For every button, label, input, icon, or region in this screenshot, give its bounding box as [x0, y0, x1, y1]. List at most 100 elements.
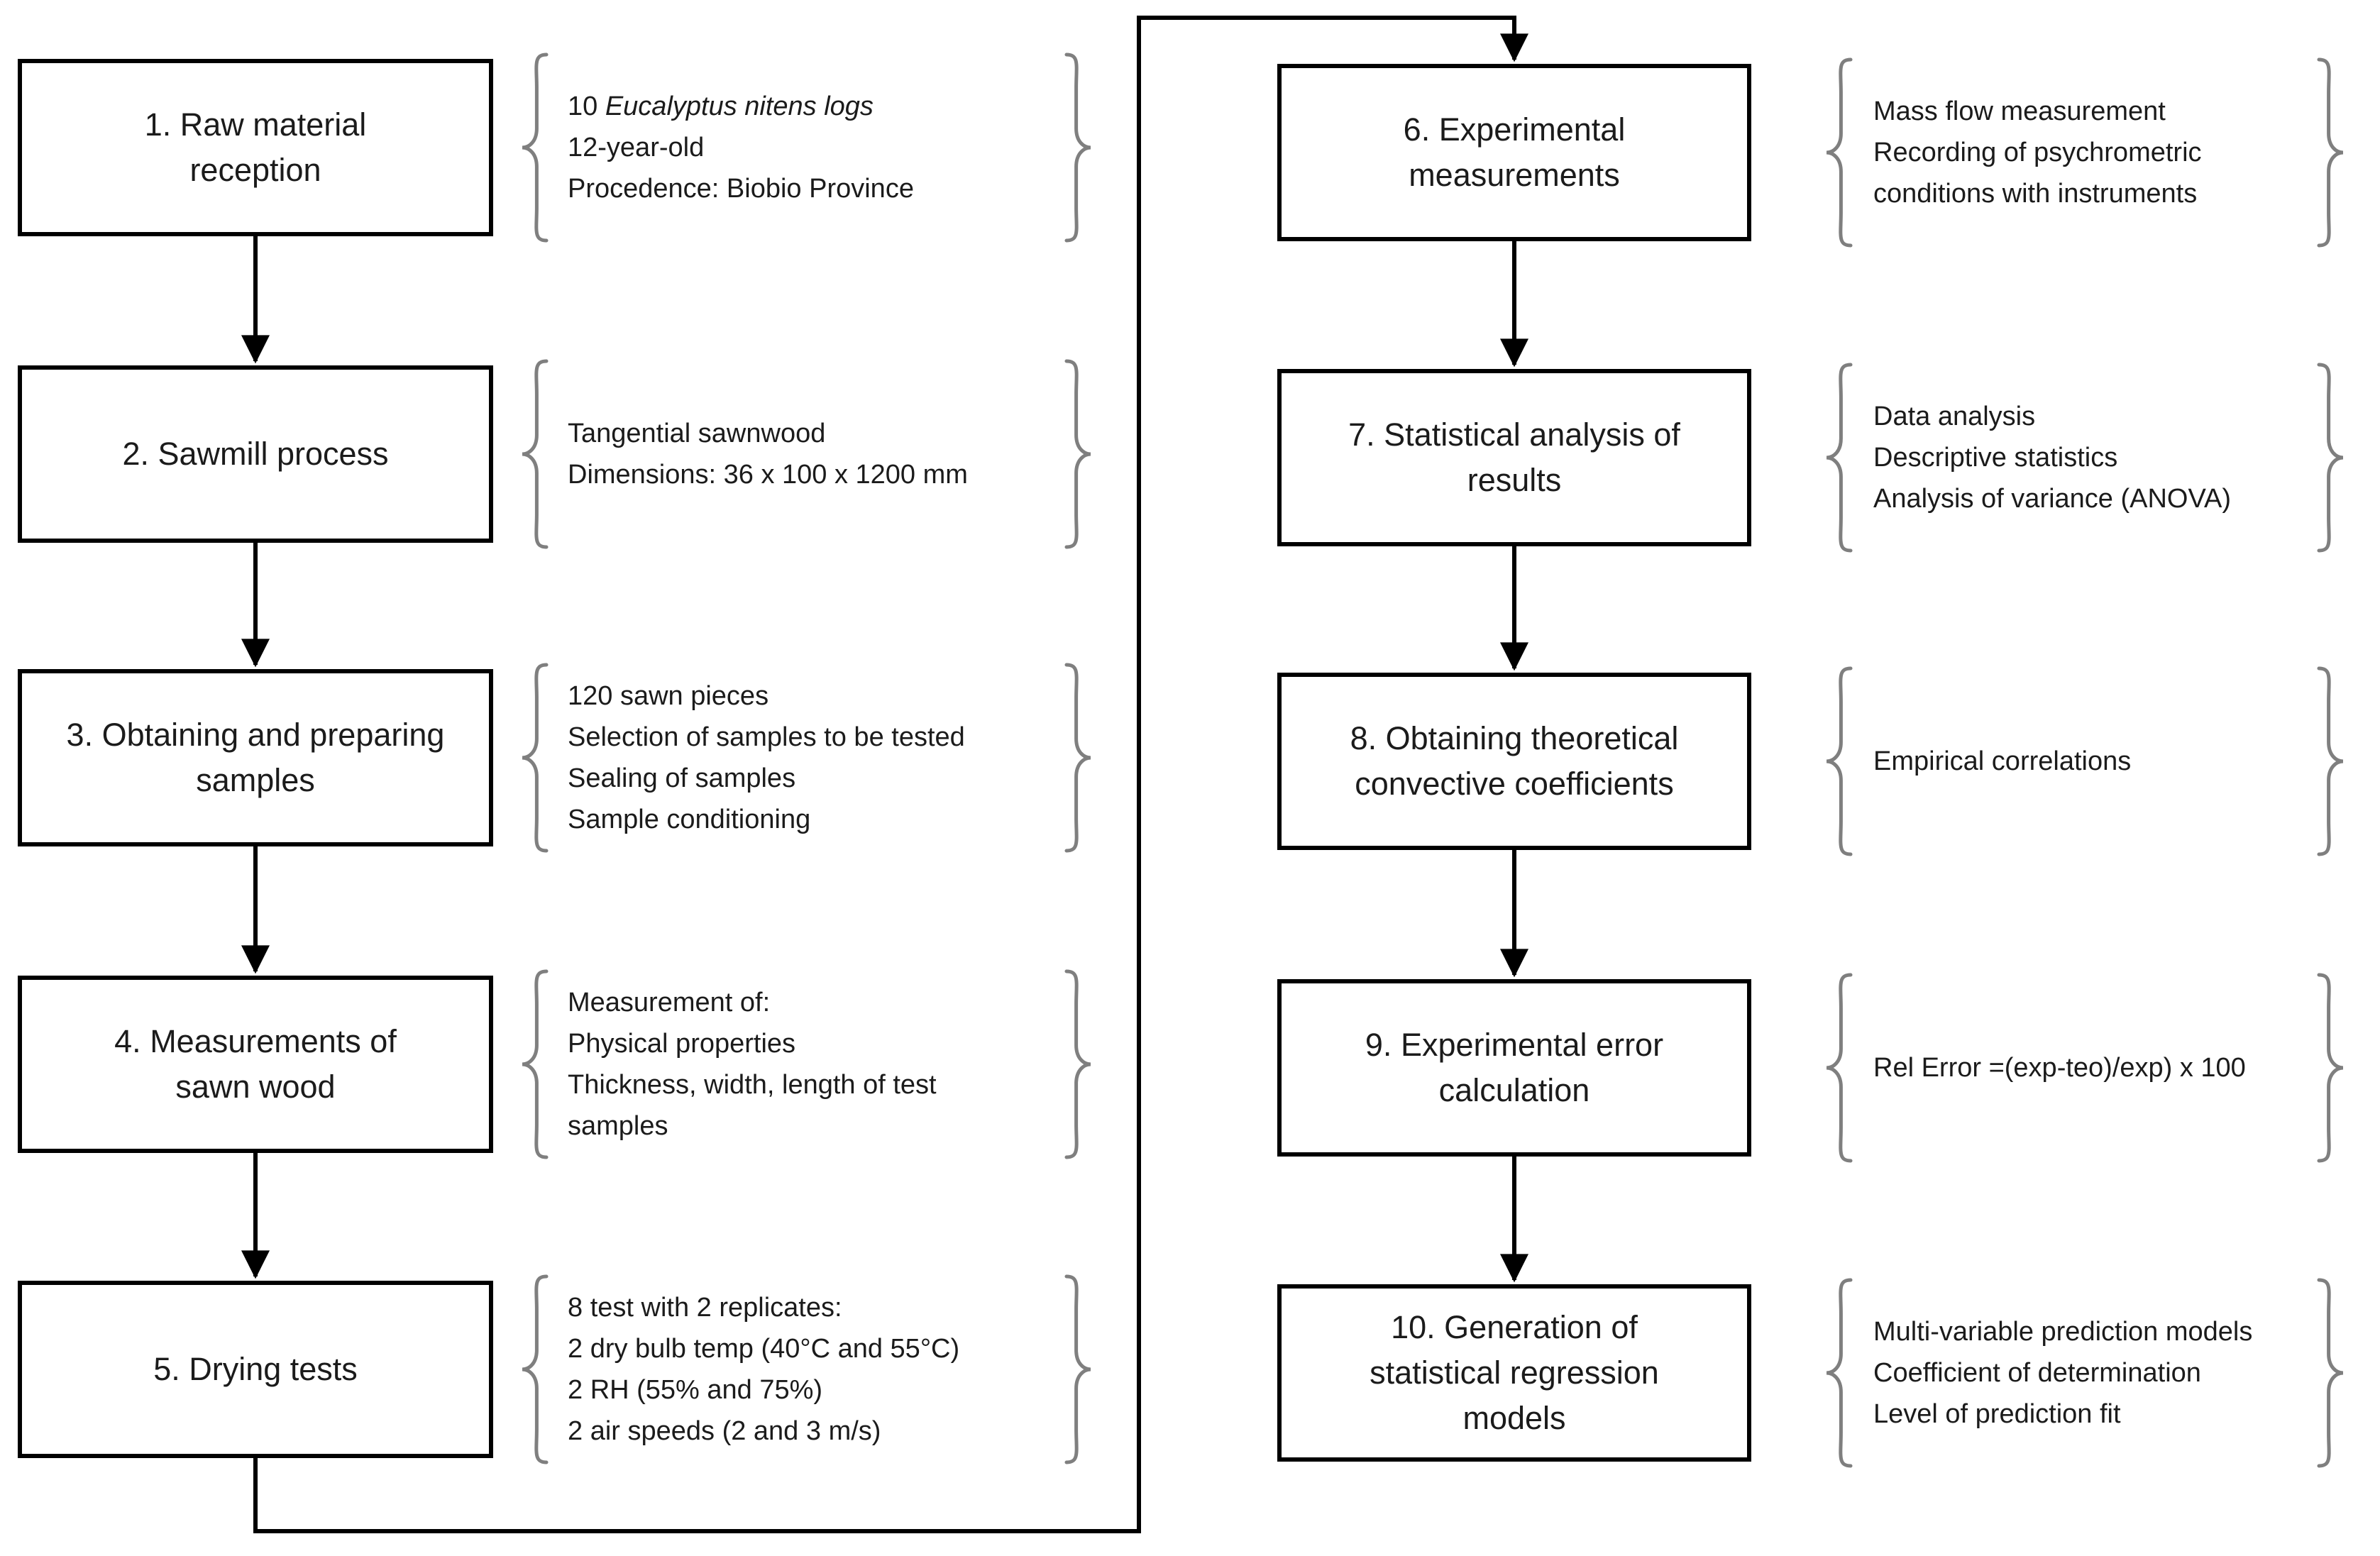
left-brace-icon — [1822, 1277, 1856, 1469]
step-label-line: reception — [189, 152, 321, 188]
step-label-line: 10. Generation of — [1391, 1309, 1638, 1345]
step-label-line: 1. Raw material — [144, 106, 367, 143]
step-label-line: 8. Obtaining theoretical — [1350, 720, 1679, 756]
step-label-line: 4. Measurements of — [114, 1023, 397, 1059]
step-3-box: 3. Obtaining and preparing samples — [18, 669, 493, 846]
left-brace-icon — [1822, 57, 1856, 248]
step-8-box: 8. Obtaining theoretical convective coeff… — [1277, 673, 1751, 850]
step-label-line: 5. Drying tests — [153, 1351, 358, 1387]
note-line: 10 Eucalyptus nitens logs — [568, 86, 914, 127]
note-segment: Recording of psychrometric — [1873, 138, 2202, 167]
step-10-box: 10. Generation of statistical regression m… — [1277, 1284, 1751, 1462]
note-segment: Physical properties — [568, 1029, 796, 1059]
right-brace-icon — [2313, 57, 2347, 248]
step-2-box: 2. Sawmill process — [18, 365, 493, 543]
note-segment: 2 RH (55% and 75%) — [568, 1375, 823, 1405]
left-brace-icon — [1822, 666, 1856, 857]
step-label-line: sawn wood — [175, 1069, 336, 1105]
note-segment: Procedence: Biobio Province — [568, 174, 914, 204]
note-segment: 2 dry bulb temp (40°C and 55°C) — [568, 1334, 960, 1364]
note-segment: Measurement of: — [568, 988, 771, 1017]
note-line: Dimensions: 36 x 100 x 1200 mm — [568, 454, 968, 495]
note-segment: 12-year-old — [568, 133, 705, 162]
note-line: 12-year-old — [568, 127, 914, 168]
step-label-line: measurements — [1409, 157, 1620, 193]
right-brace-icon — [1061, 358, 1095, 550]
note-segment: Dimensions: 36 x 100 x 1200 mm — [568, 460, 968, 490]
step-9-notes: Rel Error =(exp-teo)/exp) x 100 — [1873, 1047, 2246, 1088]
left-brace-icon — [518, 969, 552, 1160]
left-brace-icon — [518, 358, 552, 550]
step-label-line: 3. Obtaining and preparing — [66, 717, 445, 753]
note-segment: 8 test with 2 replicates: — [568, 1293, 842, 1323]
right-brace-icon — [1061, 662, 1095, 854]
note-segment: samples — [568, 1111, 668, 1141]
step-label-line: results — [1467, 462, 1562, 498]
note-line: Coefficient of determination — [1873, 1352, 2252, 1394]
note-segment: Selection of samples to be tested — [568, 722, 965, 752]
step-4-box: 4. Measurements of sawn wood — [18, 976, 493, 1153]
note-segment: 2 air speeds (2 and 3 m/s) — [568, 1416, 881, 1446]
note-line: Sealing of samples — [568, 758, 965, 799]
left-brace-icon — [518, 1274, 552, 1465]
step-5-notes: 8 test with 2 replicates: 2 dry bulb temp… — [568, 1287, 959, 1452]
right-brace-icon — [1061, 969, 1095, 1160]
note-segment: Level of prediction fit — [1873, 1399, 2121, 1429]
note-segment: 10 — [568, 92, 605, 121]
note-segment: 120 sawn pieces — [568, 681, 769, 711]
step-9-box: 9. Experimental error calculation — [1277, 979, 1751, 1157]
step-5-box: 5. Drying tests — [18, 1281, 493, 1458]
note-segment: conditions with instruments — [1873, 179, 2198, 209]
note-line: 8 test with 2 replicates: — [568, 1287, 959, 1328]
left-brace-icon — [518, 662, 552, 854]
note-line: Level of prediction fit — [1873, 1394, 2252, 1435]
right-brace-icon — [1061, 1274, 1095, 1465]
note-line: Mass flow measurement — [1873, 91, 2202, 132]
note-segment: Thickness, width, length of test — [568, 1070, 937, 1100]
note-line: Multi-variable prediction models — [1873, 1311, 2252, 1352]
step-label-line: 9. Experimental error — [1365, 1027, 1664, 1063]
step-label-line: calculation — [1438, 1072, 1590, 1108]
right-brace-icon — [2313, 666, 2347, 857]
right-brace-icon — [1061, 52, 1095, 243]
note-line: Tangential sawnwood — [568, 413, 968, 454]
note-segment: Tangential sawnwood — [568, 419, 826, 448]
right-brace-icon — [2313, 362, 2347, 553]
note-line: Thickness, width, length of test — [568, 1064, 937, 1105]
note-line: Rel Error =(exp-teo)/exp) x 100 — [1873, 1047, 2246, 1088]
step-label-line: statistical regression — [1370, 1354, 1659, 1391]
note-segment: Coefficient of determination — [1873, 1358, 2201, 1388]
note-line: Procedence: Biobio Province — [568, 168, 914, 209]
note-line: Recording of psychrometric — [1873, 132, 2202, 173]
left-brace-icon — [518, 52, 552, 243]
step-8-notes: Empirical correlations — [1873, 741, 2131, 782]
note-segment: Rel Error =(exp-teo)/exp) x 100 — [1873, 1053, 2246, 1083]
step-label-line: models — [1462, 1400, 1566, 1436]
note-line: Selection of samples to be tested — [568, 717, 965, 758]
note-line: 2 RH (55% and 75%) — [568, 1369, 959, 1411]
note-segment: Multi-variable prediction models — [1873, 1317, 2253, 1347]
left-brace-icon — [1822, 362, 1856, 553]
step-label-line: 6. Experimental — [1403, 111, 1626, 148]
note-line: 2 air speeds (2 and 3 m/s) — [568, 1411, 959, 1452]
right-brace-icon — [2313, 1277, 2347, 1469]
step-label-line: 2. Sawmill process — [122, 436, 389, 472]
note-segment: Data analysis — [1873, 402, 2036, 431]
note-line: 2 dry bulb temp (40°C and 55°C) — [568, 1328, 959, 1369]
note-segment: Descriptive statistics — [1873, 443, 2118, 473]
note-segment: Mass flow measurement — [1873, 96, 2166, 126]
note-line: conditions with instruments — [1873, 173, 2202, 214]
step-label-line: convective coefficients — [1355, 766, 1674, 802]
note-line: 120 sawn pieces — [568, 675, 965, 717]
note-line: Analysis of variance (ANOVA) — [1873, 478, 2231, 519]
flow-arrow — [253, 16, 1528, 1533]
note-line: Physical properties — [568, 1023, 937, 1064]
step-6-box: 6. Experimental measurements — [1277, 64, 1751, 241]
step-label-line: samples — [196, 762, 315, 798]
